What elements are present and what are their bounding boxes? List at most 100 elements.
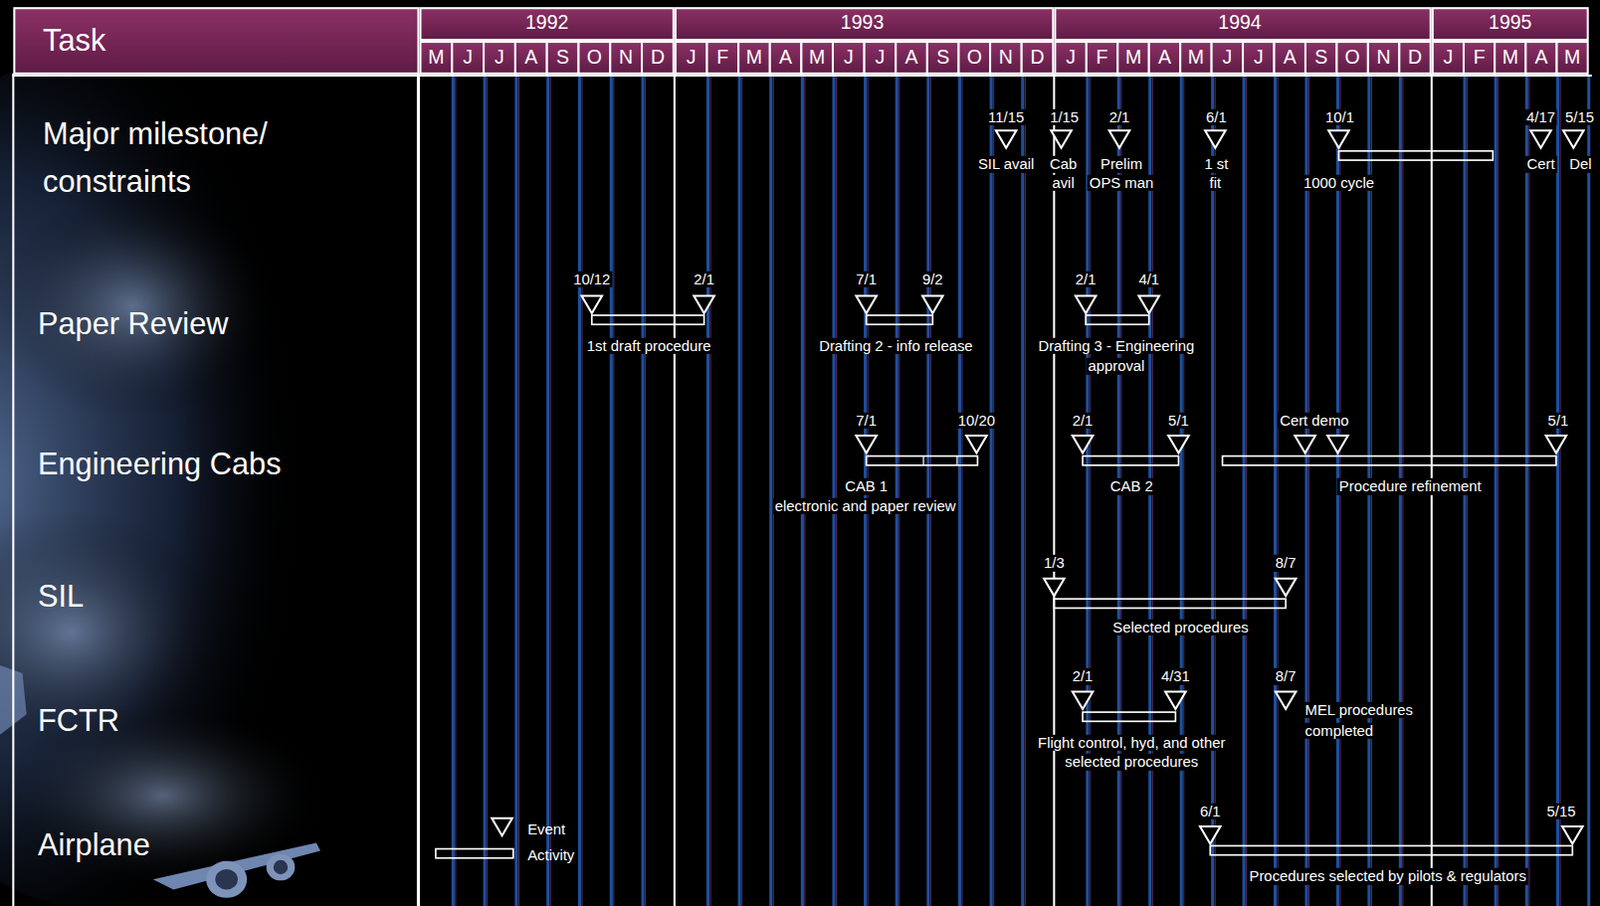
month-cell xyxy=(1525,41,1557,74)
month-label: J xyxy=(1221,47,1232,69)
month-line-shade xyxy=(612,75,614,906)
month-cell xyxy=(515,41,548,74)
event-triangle xyxy=(1050,130,1072,148)
month-cell xyxy=(483,41,516,74)
year-label: 1992 xyxy=(525,11,569,33)
month-cell xyxy=(641,41,674,74)
month-cell xyxy=(1117,41,1149,74)
month-line xyxy=(1210,75,1214,906)
month-line-shade xyxy=(1089,75,1091,906)
event-triangle xyxy=(1563,130,1585,148)
schedule-label: 5/15 xyxy=(1563,109,1597,126)
month-label: J xyxy=(1065,47,1076,69)
month-cell xyxy=(1086,41,1118,74)
month-line xyxy=(1494,75,1498,906)
schedule-label: MEL procedures xyxy=(1303,702,1415,719)
schedule-label: OPS man xyxy=(1087,174,1156,191)
timeline-header xyxy=(13,7,1588,74)
month-label: D xyxy=(1407,47,1422,69)
timeline-grid xyxy=(11,73,1592,906)
cloud xyxy=(0,50,358,906)
year-label: 1994 xyxy=(1217,11,1261,33)
month-label: F xyxy=(716,47,729,69)
month-label: F xyxy=(1096,47,1109,69)
year-cell xyxy=(675,7,1053,40)
month-line-shade xyxy=(1214,75,1216,906)
schedule-label: Selected procedures xyxy=(1110,619,1250,636)
month-cell xyxy=(1021,41,1054,74)
month-label: O xyxy=(1345,47,1361,69)
month-cell xyxy=(707,41,740,74)
legend-text: Activity xyxy=(527,847,575,864)
task-name: Paper Review xyxy=(37,307,229,342)
airplane-illustration xyxy=(0,665,321,899)
month-line xyxy=(578,75,582,906)
month-line-shade xyxy=(710,75,712,906)
task-column-divider xyxy=(416,73,420,906)
event-triangle xyxy=(693,296,715,314)
cloud xyxy=(0,194,276,419)
schedule-label: 4/31 xyxy=(1159,668,1193,685)
month-label: N xyxy=(999,47,1013,69)
event-triangle xyxy=(1109,130,1131,148)
month-line-shade xyxy=(1497,75,1499,906)
month-line xyxy=(641,75,645,906)
task-header-cell xyxy=(13,7,418,74)
month-line-shade xyxy=(773,75,775,906)
event-triangle xyxy=(966,435,988,453)
month-line-shade xyxy=(644,75,646,906)
schedule-label: Prelim xyxy=(1098,156,1145,173)
event-triangle xyxy=(996,130,1017,148)
month-label: A xyxy=(1534,47,1548,69)
month-label: J xyxy=(843,47,854,69)
month-line xyxy=(1180,75,1184,906)
year-divider xyxy=(673,73,676,906)
month-line xyxy=(609,75,613,906)
schedule-label: 1/15 xyxy=(1047,109,1081,126)
month-line-shade xyxy=(1528,75,1530,906)
header-rule xyxy=(11,74,1592,77)
schedule-label: 1000 cycle xyxy=(1301,174,1377,191)
month-label: O xyxy=(967,47,983,69)
month-label: J xyxy=(1443,47,1454,69)
month-line xyxy=(1242,75,1246,906)
left-border xyxy=(11,73,14,906)
legend-text: Event xyxy=(527,821,566,838)
month-cell xyxy=(1432,41,1464,74)
month-line xyxy=(958,75,962,906)
event-triangle xyxy=(1328,130,1350,148)
activity-bar xyxy=(1338,151,1493,161)
schedule-label: 6/1 xyxy=(1198,802,1223,819)
schedule-label: CAB 1 xyxy=(842,478,890,495)
month-label: F xyxy=(1473,47,1486,69)
month-line-shade xyxy=(993,75,995,906)
event-triangle xyxy=(1294,435,1316,453)
month-cell xyxy=(927,41,960,74)
column-header: Task xyxy=(42,23,106,58)
month-label: N xyxy=(618,47,633,69)
event-triangle xyxy=(1075,296,1097,314)
month-line xyxy=(1020,75,1024,906)
month-line xyxy=(800,75,804,906)
month-label: A xyxy=(524,47,538,69)
month-line xyxy=(990,75,994,906)
activity-bar xyxy=(1082,456,1179,466)
schedule-label: Drafting 2 - info release xyxy=(816,338,975,355)
month-cell xyxy=(451,41,484,74)
month-cell xyxy=(1211,41,1243,74)
schedule-label: SIL avail xyxy=(976,156,1036,173)
month-line xyxy=(895,75,899,906)
month-label: M xyxy=(1564,47,1581,69)
month-line-shade xyxy=(582,75,584,906)
schedule-label: 4/17 xyxy=(1524,109,1558,126)
month-line xyxy=(1304,75,1308,906)
month-cell xyxy=(800,41,833,74)
schedule-label: Cert xyxy=(1524,156,1557,173)
event-triangle xyxy=(1327,435,1349,453)
month-label: A xyxy=(1283,47,1297,69)
sky-backdrop xyxy=(0,50,416,906)
month-cell xyxy=(895,41,928,74)
month-line xyxy=(1273,75,1277,906)
month-label: J xyxy=(1253,47,1264,69)
month-label: S xyxy=(936,47,950,69)
